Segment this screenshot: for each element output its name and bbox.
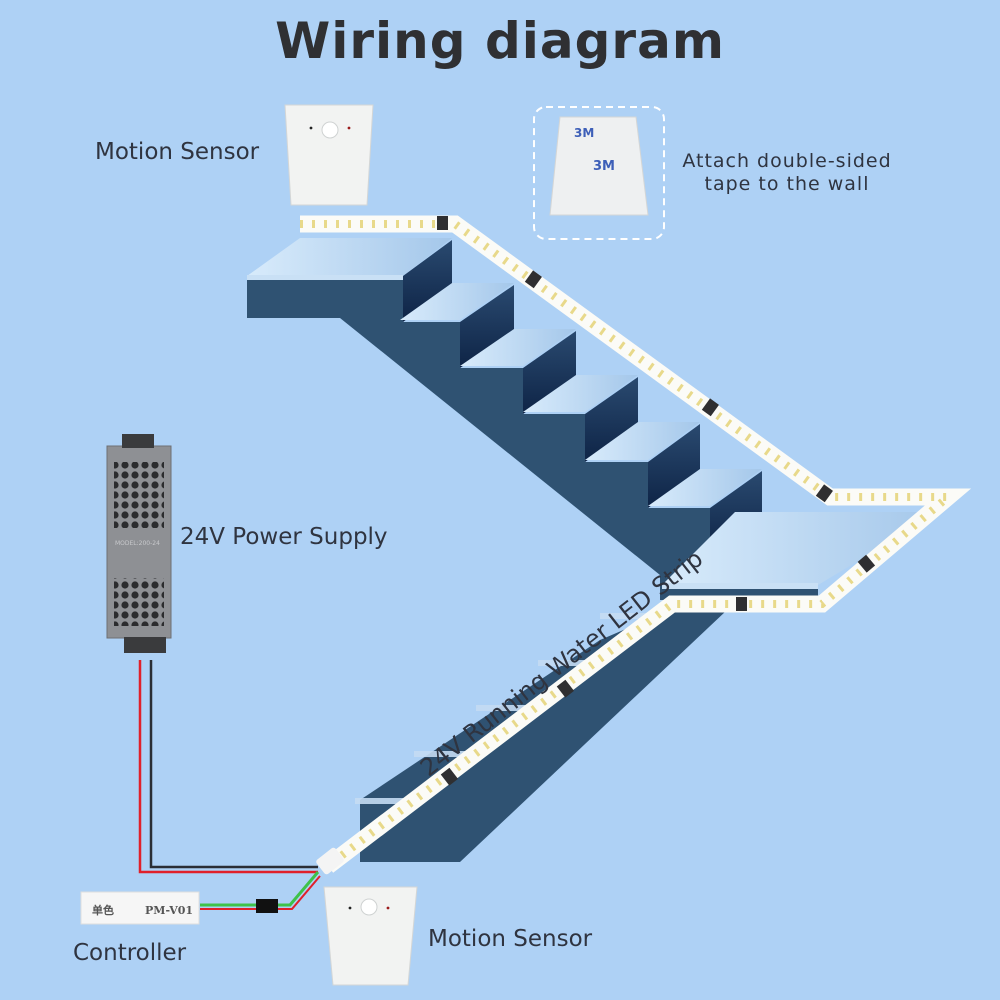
wire-red-signal	[200, 875, 321, 910]
led-strip-body	[300, 215, 972, 873]
tread-1	[400, 283, 514, 320]
tape-illustration: 3M 3M	[533, 106, 665, 240]
tape-brand: 3M	[593, 159, 615, 174]
upper-staircase	[247, 238, 762, 600]
ic-chip	[524, 270, 542, 289]
sensor-body	[323, 886, 418, 986]
motion-sensor-top-label: Motion Sensor	[95, 139, 260, 165]
ic-chip	[556, 679, 575, 698]
sensor-led-black	[309, 126, 313, 130]
sensor-led-red	[347, 126, 351, 130]
wires	[138, 660, 321, 913]
controller-body	[80, 891, 200, 925]
sensor-lens	[321, 121, 339, 139]
controller-device: 单色 PM-V01	[80, 891, 200, 925]
tape-instruction-line1: Attach double-sided	[682, 150, 892, 172]
landing-top	[247, 238, 452, 276]
motion-sensor-bottom-device	[323, 886, 418, 986]
ic-chip	[440, 767, 459, 786]
motion-sensor-bottom-label: Motion Sensor	[428, 926, 593, 952]
stair-side-lower	[360, 611, 726, 862]
lower-step-2	[414, 751, 474, 757]
controller-text-left: 单色	[92, 903, 114, 917]
tape-brand: 3M	[574, 126, 594, 140]
power-supply-label: 24V Power Supply	[180, 524, 388, 550]
power-supply-model: MODEL:200-24	[115, 540, 160, 547]
middle-landing-edge	[662, 583, 818, 589]
led-strip	[300, 215, 972, 875]
controller-label: Controller	[73, 940, 187, 966]
tape-instruction-label: Attach double-sided tape to the wall	[672, 150, 902, 196]
vent-holes-bottom	[114, 578, 164, 626]
motion-sensor-top-device	[284, 104, 374, 206]
power-supply: MODEL:200-24	[106, 434, 172, 653]
riser-3	[523, 331, 576, 414]
ic-chip	[437, 216, 448, 230]
wire-red-power	[138, 660, 318, 874]
lower-step-3	[476, 705, 536, 711]
sensor-led-black	[348, 906, 352, 910]
stair-side-upper	[247, 280, 760, 600]
riser-1	[403, 240, 452, 322]
lower-step-5	[600, 613, 660, 619]
landing-edge	[247, 275, 403, 280]
sensor-body	[284, 104, 374, 206]
tape-instruction-line2: tape to the wall	[704, 173, 870, 195]
wire-green-signal	[200, 871, 320, 907]
vent-holes-top	[114, 462, 164, 528]
page-title: Wiring diagram	[275, 12, 725, 70]
controller-model: PM-V01	[145, 904, 193, 917]
ic-chip	[815, 484, 833, 503]
sensor-back	[549, 116, 649, 216]
sensor-led-red	[386, 906, 390, 910]
lower-step-1	[355, 798, 415, 804]
riser-4	[585, 377, 638, 462]
tread-3	[523, 375, 638, 412]
tread-4	[585, 422, 700, 460]
ic-chip	[701, 398, 719, 417]
lower-staircase	[355, 611, 726, 862]
wire-black-power	[149, 660, 318, 869]
riser-2	[460, 285, 514, 368]
ic-chip	[736, 597, 747, 611]
strip-connector	[316, 847, 344, 875]
dashed-frame	[533, 106, 665, 240]
middle-landing-top	[662, 512, 940, 585]
terminal-bottom	[124, 637, 166, 653]
lower-step-4	[538, 660, 598, 666]
wire-connector	[256, 899, 278, 913]
tread-5	[648, 469, 762, 506]
ic-chip	[857, 554, 876, 573]
tread-2	[460, 329, 576, 366]
sensor-lens	[360, 898, 378, 916]
terminal-top	[122, 434, 154, 448]
riser-5	[648, 424, 700, 508]
